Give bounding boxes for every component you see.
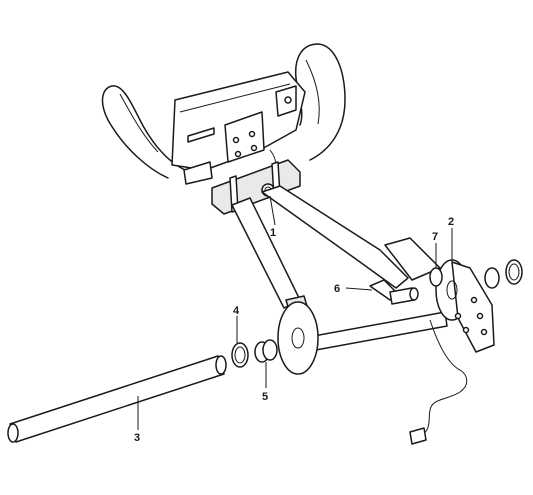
callout-6: 6 — [334, 283, 340, 295]
cable — [409, 319, 468, 445]
callout-1: 1 — [270, 227, 276, 239]
callout-3: 3 — [134, 432, 140, 444]
wheel-plate-part-2 — [435, 259, 495, 353]
clamp-lever-part-6 — [369, 279, 419, 305]
callout-2: 2 — [448, 216, 454, 228]
ring-part-4 — [231, 342, 249, 368]
tube-part-3 — [7, 355, 227, 443]
callout-5: 5 — [262, 391, 268, 403]
handle-bar — [101, 43, 346, 179]
left-wheel-plate — [277, 301, 319, 375]
control-console — [171, 71, 306, 185]
callout-4: 4 — [233, 305, 240, 317]
bushing-part-5 — [254, 339, 278, 363]
right-bushing-ring — [484, 259, 523, 289]
bushing-part-7 — [429, 267, 443, 287]
frame-arms — [231, 185, 441, 321]
callout-7: 7 — [432, 231, 438, 243]
callouts: 1 2 3 4 5 6 7 — [134, 216, 454, 444]
leader-lines — [137, 195, 453, 430]
